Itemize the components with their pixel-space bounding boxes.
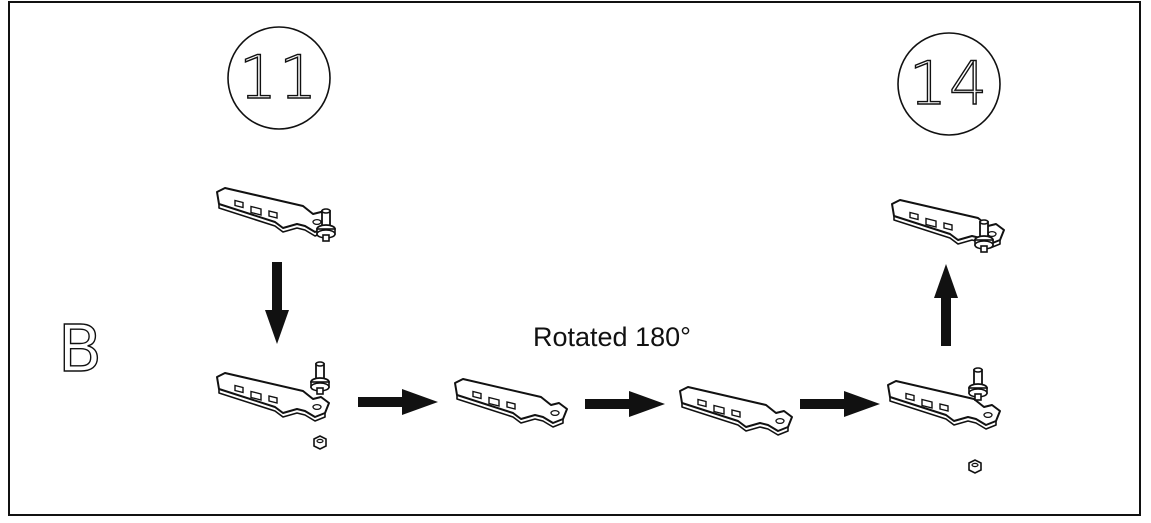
step-end-number: 14 bbox=[908, 49, 990, 119]
arrow-icon bbox=[800, 391, 880, 417]
hinge-pin-icon bbox=[968, 367, 988, 401]
arrow-icon bbox=[358, 389, 438, 415]
hinge-plate-icon bbox=[216, 187, 330, 237]
hinge-pin-icon bbox=[310, 361, 330, 395]
hex-nut-icon bbox=[968, 459, 982, 474]
arrow-icon bbox=[265, 262, 289, 344]
rotation-note: Rotated 180° bbox=[533, 322, 691, 352]
step-start-circle bbox=[227, 26, 331, 130]
step-start-number: 11 bbox=[238, 43, 320, 113]
diagram-frame bbox=[8, 1, 1141, 516]
arrow-icon bbox=[934, 264, 958, 346]
hinge-plate-icon bbox=[454, 378, 568, 428]
step-end-circle bbox=[897, 32, 1001, 136]
arrow-icon bbox=[585, 391, 665, 417]
hinge-plate-icon bbox=[679, 386, 793, 436]
hex-nut-icon bbox=[313, 435, 327, 450]
section-letter: B bbox=[57, 313, 102, 387]
